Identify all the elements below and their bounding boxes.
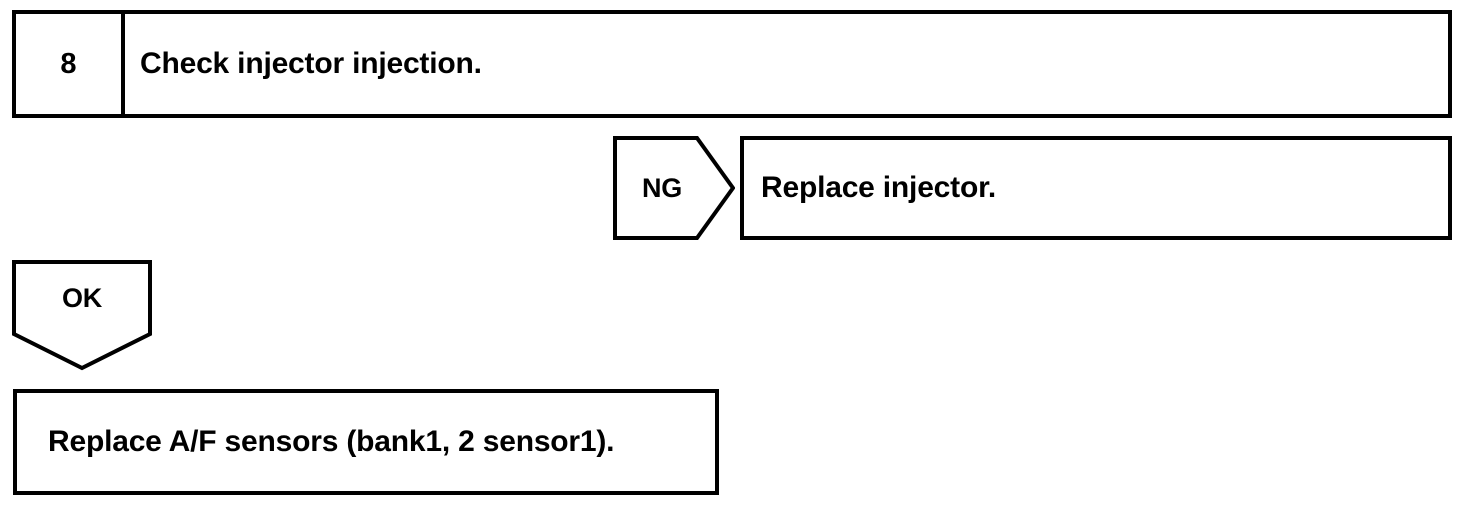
step-instruction: Check injector injection. <box>140 47 482 80</box>
step-number: 8 <box>16 14 125 114</box>
ng-branch-arrow-icon: NG <box>613 136 735 240</box>
ok-branch-arrow-icon: OK <box>12 260 152 371</box>
ok-branch-label: OK <box>62 282 102 313</box>
step-row: 8 Check injector injection. <box>12 10 1452 118</box>
ok-result-box: Replace A/F sensors (bank1, 2 sensor1). <box>13 389 719 495</box>
ng-branch-label: NG <box>642 172 682 203</box>
ng-result-box: Replace injector. <box>740 136 1452 240</box>
